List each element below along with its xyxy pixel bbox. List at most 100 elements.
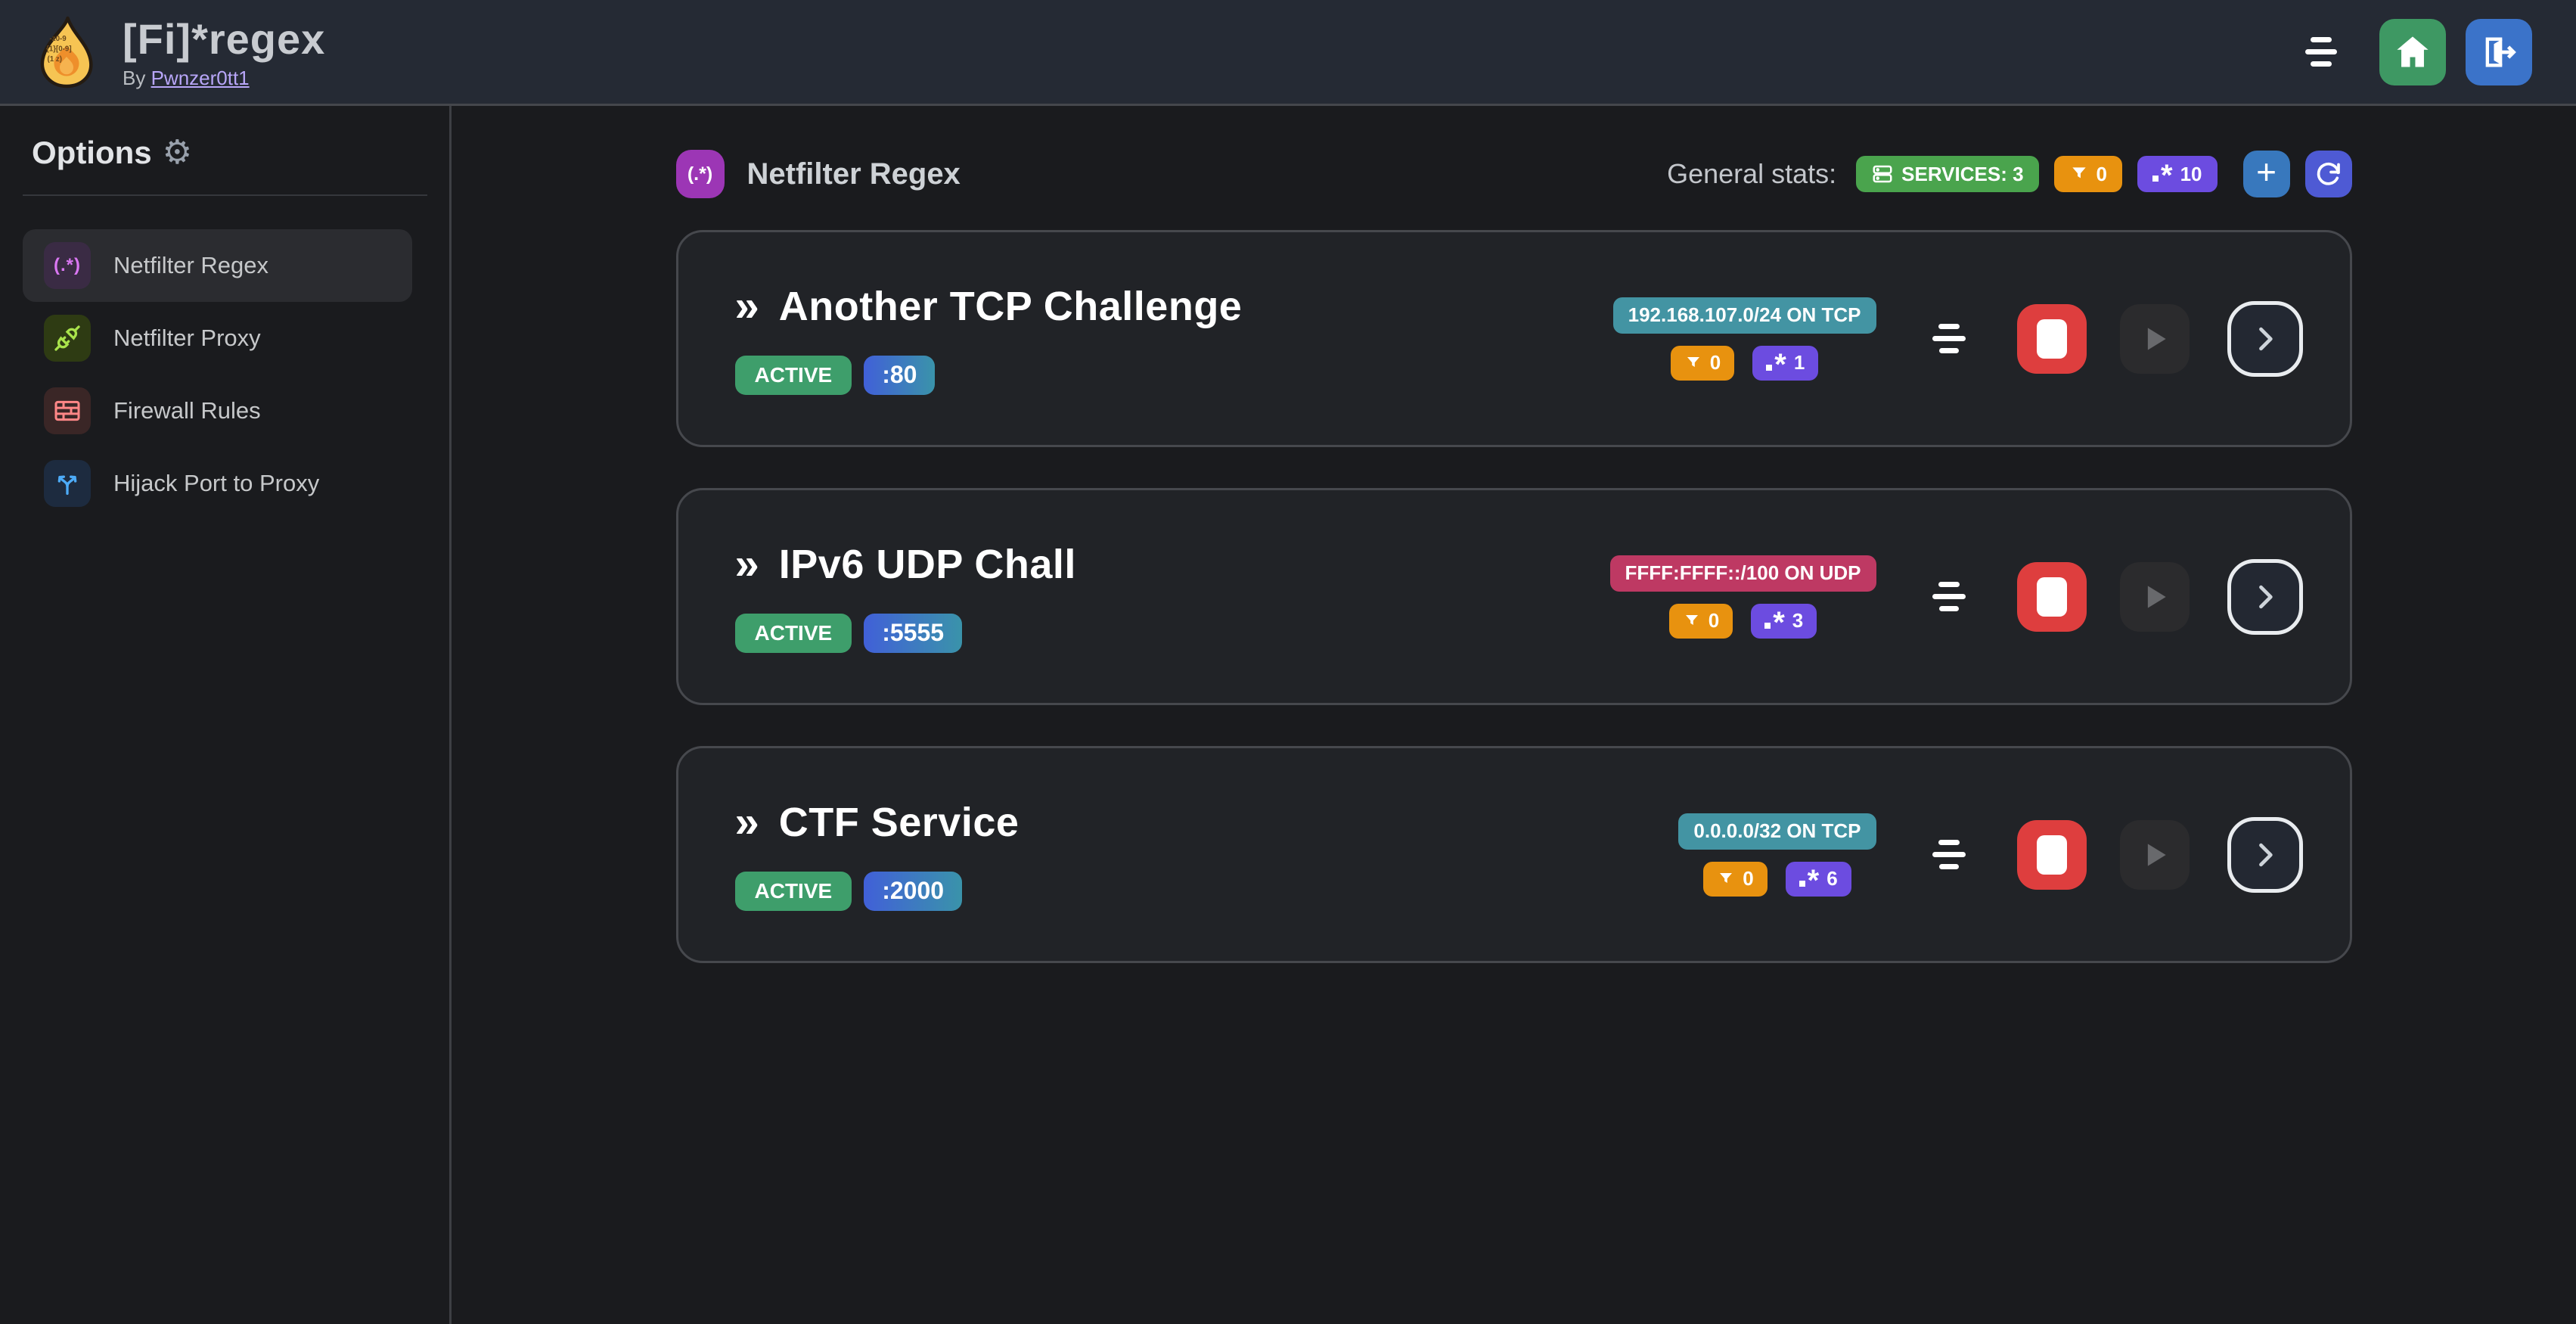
service-info: » CTF Service ACTIVE :2000 (734, 797, 1020, 911)
firewall-bricks-icon (44, 387, 91, 434)
regex-count-text: 6 (1826, 867, 1838, 890)
status-badge: ACTIVE (734, 355, 852, 395)
chevron-right-icon (2258, 585, 2273, 608)
stop-icon (2036, 834, 2067, 875)
regex-badge: * 3 (1751, 603, 1817, 639)
play-icon (2147, 327, 2166, 350)
firegex-flame-logo: -z0-9 {1}[0-9] (1 z) (40, 16, 93, 88)
service-controls: FFFF:FFFF::/100 ON UDP 0 (1609, 555, 2303, 639)
service-list: » Another TCP Challenge ACTIVE :80 192.1… (675, 230, 2352, 963)
netfilter-regex-icon: (.*) (675, 150, 725, 198)
menu-icon[interactable] (2299, 31, 2343, 73)
logout-button[interactable] (2466, 18, 2532, 85)
sidebar-item-netfilter-proxy[interactable]: Netfilter Proxy (23, 302, 412, 375)
start-button[interactable] (2119, 819, 2190, 890)
home-button[interactable] (2379, 18, 2446, 85)
service-card: » CTF Service ACTIVE :2000 0.0.0.0/32 ON… (675, 746, 2352, 963)
header-actions (2299, 18, 2532, 85)
play-icon (2147, 585, 2166, 608)
filtered-badge: 0 (1670, 345, 1735, 381)
split-arrows-icon (44, 460, 91, 507)
options-title-text: Options (32, 134, 152, 170)
logout-icon (2485, 37, 2516, 67)
filtered-badge: 0 (1668, 603, 1733, 639)
service-controls: 192.168.107.0/24 ON TCP 0 (1612, 297, 2303, 381)
service-card: » Another TCP Challenge ACTIVE :80 192.1… (675, 230, 2352, 447)
filtered-count-text: 0 (2096, 162, 2107, 185)
sidebar-item-hijack-port[interactable]: Hijack Port to Proxy (23, 447, 412, 520)
sidebar-item-label: Firewall Rules (113, 397, 261, 424)
service-menu-icon[interactable] (1926, 318, 1972, 359)
status-badge: ACTIVE (734, 871, 852, 911)
service-stats: FFFF:FFFF::/100 ON UDP 0 (1609, 555, 1876, 639)
stop-button[interactable] (2016, 561, 2087, 632)
general-stats: General stats: SERVICES: 3 (1667, 151, 2352, 197)
funnel-icon (1687, 356, 1699, 367)
chevrons-icon: » (734, 797, 759, 847)
regex-count-badge: * 10 (2137, 156, 2218, 192)
page-body: Options ⚙ (.*) Netfilter Regex (0, 106, 2576, 1324)
status-badge: ACTIVE (734, 613, 852, 653)
services-count-badge: SERVICES: 3 (1856, 156, 2039, 192)
regex-count-text: 10 (2180, 162, 2202, 185)
sidebar-item-netfilter-regex[interactable]: (.*) Netfilter Regex (23, 229, 412, 302)
chevron-right-icon (2258, 843, 2273, 866)
home-icon (2397, 36, 2429, 67)
regex-dot-star-icon: * (1766, 350, 1786, 380)
service-controls: 0.0.0.0/32 ON TCP 0 * (1678, 813, 2303, 897)
filtered-count-text: 0 (1708, 609, 1720, 632)
port-badge: :5555 (864, 613, 963, 653)
start-button[interactable] (2119, 303, 2190, 374)
proxy-plug-icon (44, 315, 91, 362)
service-menu-icon[interactable] (1926, 576, 1972, 617)
address-badge: FFFF:FFFF::/100 ON UDP (1609, 555, 1876, 592)
service-details-button[interactable] (2227, 816, 2303, 893)
service-name: Another TCP Challenge (778, 283, 1243, 329)
stop-icon (2036, 577, 2067, 617)
play-icon (2147, 843, 2166, 866)
sidebar-item-firewall-rules[interactable]: Firewall Rules (23, 375, 412, 447)
service-details-button[interactable] (2227, 300, 2303, 377)
svg-text:(1 z): (1 z) (48, 55, 63, 64)
brand-text: [Fi]*regex By Pwnzer0tt1 (123, 14, 325, 90)
sidebar-item-label: Netfilter Proxy (113, 325, 261, 351)
sidebar: Options ⚙ (.*) Netfilter Regex (0, 106, 452, 1324)
stop-button[interactable] (2016, 819, 2087, 890)
main-content: (.*) Netfilter Regex General stats: (452, 106, 2576, 1324)
filtered-count-text: 0 (1709, 351, 1721, 374)
section-title: Netfilter Regex (746, 157, 961, 191)
funnel-icon (1685, 614, 1698, 625)
gear-icon: ⚙ (162, 134, 193, 171)
server-icon (1873, 165, 1892, 183)
stop-icon (2036, 319, 2067, 359)
start-button[interactable] (2119, 561, 2190, 632)
address-badge: 192.168.107.0/24 ON TCP (1612, 297, 1876, 334)
regex-dot-star-icon: * (2152, 160, 2173, 191)
service-details-button[interactable] (2227, 558, 2303, 635)
chevron-right-icon (2258, 327, 2273, 350)
funnel-icon (2072, 167, 2086, 179)
sidebar-item-label: Netfilter Regex (113, 252, 269, 278)
service-info: » Another TCP Challenge ACTIVE :80 (734, 283, 1243, 395)
stop-button[interactable] (2016, 303, 2087, 374)
refresh-icon (2317, 162, 2340, 185)
app-header: -z0-9 {1}[0-9] (1 z) [Fi]*regex By Pwnze… (0, 0, 2576, 106)
services-count-text: SERVICES: 3 (1901, 162, 2024, 185)
sidebar-nav: (.*) Netfilter Regex Netfilter Proxy (23, 229, 427, 520)
service-menu-icon[interactable] (1926, 834, 1972, 875)
chevrons-icon: » (734, 539, 759, 589)
service-info: » IPv6 UDP Chall ACTIVE :5555 (734, 539, 1076, 653)
regex-icon: (.*) (44, 242, 91, 289)
regex-count-text: 3 (1792, 609, 1804, 632)
service-stats: 0.0.0.0/32 ON TCP 0 * (1678, 813, 1876, 897)
regex-badge: * 6 (1785, 861, 1851, 897)
refresh-button[interactable] (2304, 151, 2352, 197)
service-name: IPv6 UDP Chall (778, 541, 1076, 587)
author-link[interactable]: Pwnzer0tt1 (151, 66, 250, 89)
svg-text:{1}[0-9]: {1}[0-9] (46, 45, 72, 53)
add-service-button[interactable]: + (2242, 151, 2290, 197)
port-badge: :2000 (864, 871, 963, 911)
byline-prefix: By (123, 66, 146, 89)
funnel-icon (1720, 872, 1733, 883)
